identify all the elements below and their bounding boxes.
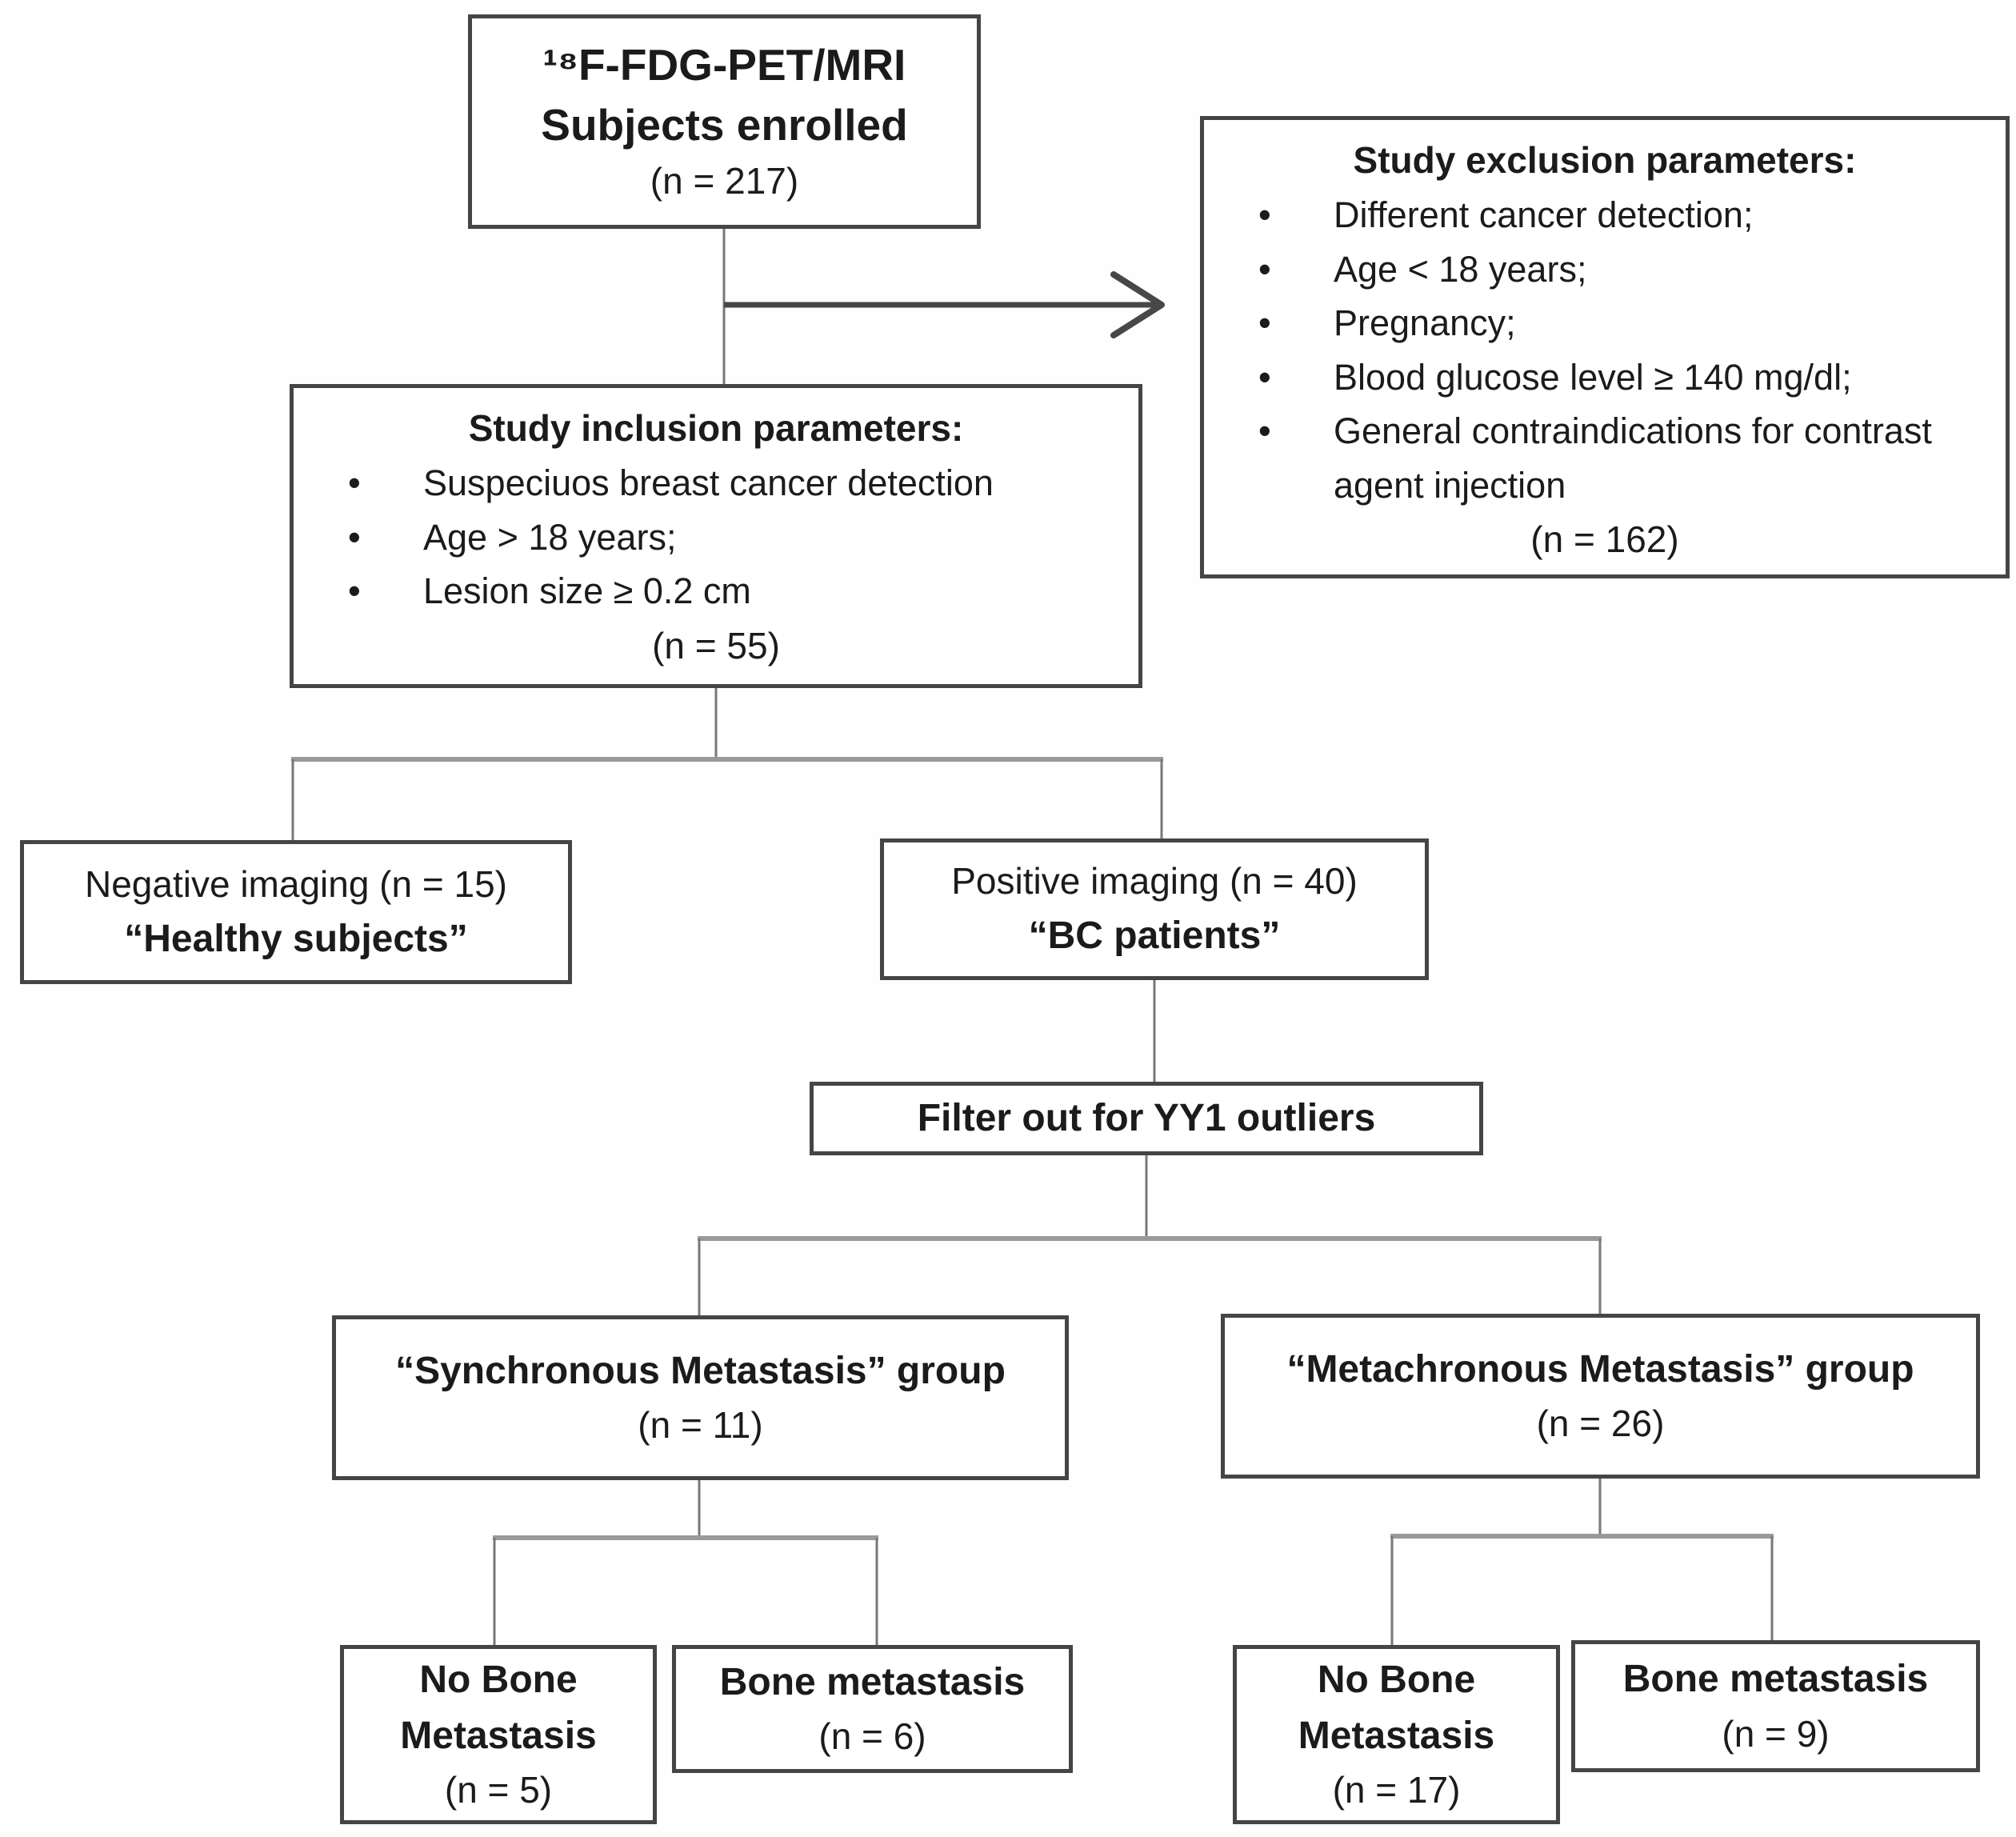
exclusion-bullet: Different cancer detection; (1244, 188, 1988, 242)
meta-no-bone-count: (n = 17) (1332, 1769, 1461, 1811)
node-sync-bone-metastasis: Bone metastasis (n = 6) (672, 1645, 1073, 1773)
synchronous-title: “Synchronous Metastasis” group (395, 1349, 1006, 1392)
enrolled-count: (n = 217) (650, 159, 799, 202)
sync-bone-line: Bone metastasis (719, 1660, 1026, 1703)
exclusion-bullet: General contraindications for contrast a… (1244, 404, 1988, 512)
node-meta-bone-metastasis: Bone metastasis (n = 9) (1571, 1640, 1980, 1772)
node-meta-no-bone-metastasis: No Bone Metastasis (n = 17) (1233, 1645, 1560, 1824)
sync-no-bone-count: (n = 5) (444, 1769, 553, 1811)
node-exclusion-parameters: Study exclusion parameters: Different ca… (1200, 116, 2010, 578)
node-inclusion-parameters: Study inclusion parameters: Suspeciuos b… (290, 384, 1142, 688)
exclusion-bullet: Pregnancy; (1244, 296, 1988, 350)
inclusion-bullet: Suspeciuos breast cancer detection (334, 456, 994, 510)
enrolled-title: ¹⁸F-FDG-PET/MRI (542, 40, 906, 90)
meta-bone-count: (n = 9) (1722, 1712, 1830, 1755)
node-synchronous-group: “Synchronous Metastasis” group (n = 11) (332, 1315, 1069, 1480)
exclusion-title: Study exclusion parameters: (1353, 139, 1857, 181)
node-filter-yy1-outliers: Filter out for YY1 outliers (810, 1082, 1483, 1155)
inclusion-bullet: Lesion size ≥ 0.2 cm (334, 564, 994, 618)
meta-no-bone-line2: Metastasis (1298, 1714, 1495, 1757)
sync-no-bone-line1: No Bone (419, 1659, 578, 1702)
negative-line: Negative imaging (n = 15) (84, 862, 507, 905)
exclusion-count: (n = 162) (1530, 518, 1679, 560)
positive-line: Positive imaging (n = 40) (951, 860, 1358, 902)
inclusion-bullet: Age > 18 years; (334, 510, 994, 565)
metachronous-count: (n = 26) (1536, 1403, 1665, 1445)
exclusion-bullet: Blood glucose level ≥ 140 mg/dl; (1244, 350, 1988, 405)
inclusion-count: (n = 55) (652, 624, 780, 666)
synchronous-count: (n = 11) (638, 1404, 763, 1447)
sync-bone-count: (n = 6) (818, 1715, 926, 1758)
inclusion-title: Study inclusion parameters: (468, 407, 964, 449)
meta-no-bone-line1: No Bone (1317, 1659, 1476, 1702)
positive-group-label: “BC patients” (1028, 914, 1281, 958)
metachronous-title: “Metachronous Metastasis” group (1286, 1347, 1914, 1391)
meta-bone-line: Bone metastasis (1622, 1658, 1929, 1701)
node-subjects-enrolled: ¹⁸F-FDG-PET/MRI Subjects enrolled (n = 2… (468, 14, 981, 229)
node-positive-imaging: Positive imaging (n = 40) “BC patients” (880, 838, 1429, 980)
filter-label: Filter out for YY1 outliers (917, 1097, 1376, 1140)
inclusion-bullet-list: Suspeciuos breast cancer detection Age >… (311, 456, 994, 618)
node-sync-no-bone-metastasis: No Bone Metastasis (n = 5) (340, 1645, 657, 1824)
enrolled-subtitle: Subjects enrolled (541, 99, 908, 150)
sync-no-bone-line2: Metastasis (400, 1714, 597, 1757)
negative-group-label: “Healthy subjects” (124, 917, 468, 960)
node-metachronous-group: “Metachronous Metastasis” group (n = 26) (1221, 1314, 1980, 1479)
node-negative-imaging: Negative imaging (n = 15) “Healthy subje… (20, 840, 572, 984)
arrowhead-icon (1110, 271, 1165, 338)
exclusion-bullet: Age < 18 years; (1244, 242, 1988, 297)
exclusion-bullet-list: Different cancer detection; Age < 18 yea… (1222, 188, 1988, 512)
